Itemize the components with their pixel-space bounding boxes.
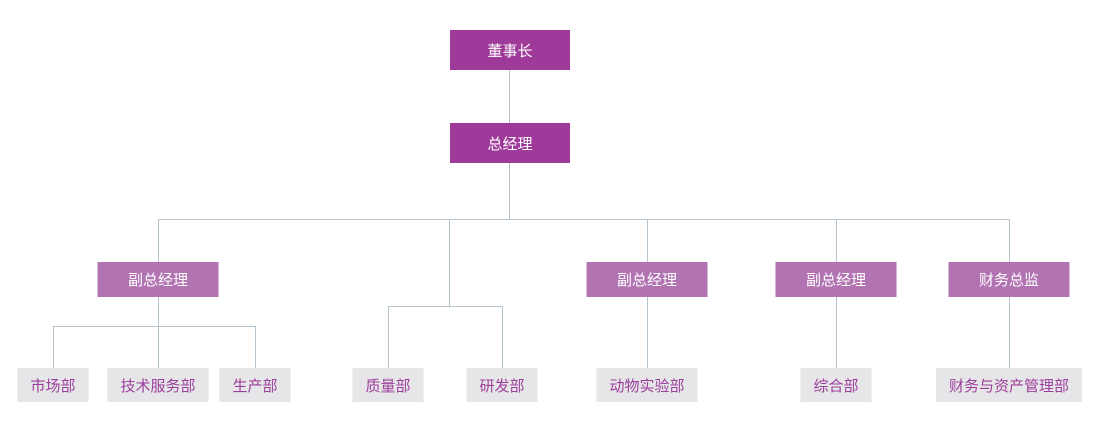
connector-deputy3-to-general	[836, 297, 837, 368]
connector-to-marketing	[53, 326, 54, 368]
node-dept-production: 生产部	[219, 368, 291, 402]
connector-bus-to-deputy1	[158, 219, 159, 262]
node-dept-marketing: 市场部	[17, 368, 89, 402]
connector-level3-bus	[158, 219, 1010, 220]
connector-to-production	[255, 326, 256, 368]
connector-gm-to-bus	[509, 163, 510, 219]
connector-deputy1-subbus	[53, 326, 256, 327]
connector-bus-to-deputy3	[836, 219, 837, 262]
node-dept-finance-asset: 财务与资产管理部	[935, 368, 1083, 402]
connector-bus-to-deputy2	[647, 219, 648, 262]
node-dept-rnd: 研发部	[466, 368, 538, 402]
connector-to-tech-service	[158, 326, 159, 368]
connector-mid-subbus	[388, 306, 503, 307]
connector-bus-to-cfo	[1009, 219, 1010, 262]
node-dept-general: 综合部	[800, 368, 872, 402]
node-finance-director: 财务总监	[948, 262, 1070, 297]
connector-deputy1-to-subbus	[158, 297, 159, 326]
node-deputy-gm-2: 副总经理	[586, 262, 708, 297]
connector-cfo-to-finance-asset	[1009, 297, 1010, 368]
node-dept-tech-service: 技术服务部	[107, 368, 209, 402]
connector-deputy2-to-animal-lab	[647, 297, 648, 368]
connector-chairman-to-gm	[509, 70, 510, 123]
node-chairman: 董事长	[450, 30, 570, 70]
node-deputy-gm-3: 副总经理	[775, 262, 897, 297]
node-deputy-gm-1: 副总经理	[97, 262, 219, 297]
connector-to-rnd	[502, 306, 503, 368]
node-dept-animal-lab: 动物实验部	[596, 368, 698, 402]
node-general-manager: 总经理	[450, 123, 570, 163]
node-dept-quality: 质量部	[352, 368, 424, 402]
connector-bus-to-mid-split	[449, 219, 450, 306]
connector-to-quality	[388, 306, 389, 368]
